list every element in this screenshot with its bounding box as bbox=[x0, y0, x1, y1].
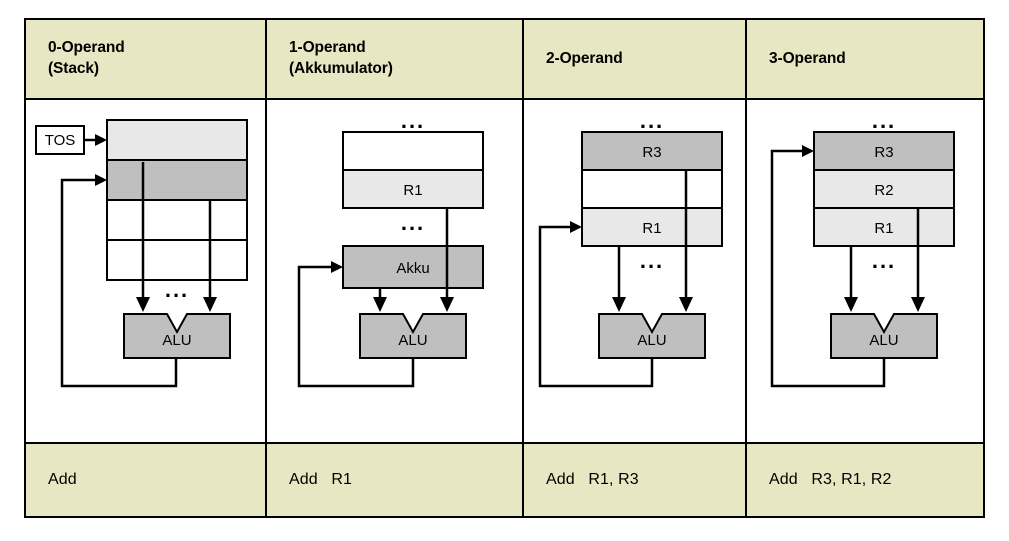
alu-writeback-path bbox=[538, 225, 654, 388]
diagram-cell-0-operand: TOS ... bbox=[26, 100, 267, 444]
instruction-cell-2-operand: Add R1, R3 bbox=[524, 444, 747, 516]
alu-label: ALU bbox=[162, 332, 191, 349]
header-title-line2: (Stack) bbox=[48, 60, 99, 77]
stack-cell-0 bbox=[106, 119, 248, 161]
accumulator-machine-diagram: ... R1 ... Akku bbox=[267, 100, 522, 442]
accumulator-to-alu-arrow bbox=[373, 297, 387, 312]
header-cell-0-operand: 0-Operand (Stack) bbox=[26, 20, 267, 100]
header-cell-1-operand: 1-Operand (Akkumulator) bbox=[267, 20, 524, 100]
tos-label-text: TOS bbox=[45, 132, 76, 149]
register-file-top-ellipsis: ... bbox=[401, 108, 425, 133]
alu-writeback-path bbox=[770, 149, 886, 388]
operand-architecture-table: 0-Operand (Stack) 1-Operand (Akkumulator… bbox=[24, 18, 985, 518]
header-cell-3-operand: 3-Operand bbox=[747, 20, 983, 100]
writeback-arrow-head bbox=[95, 174, 107, 186]
register-cell-0-label: R3 bbox=[642, 144, 661, 161]
table-footer-row: Add Add R1 Add R1, R3 Add R3, R1, R2 bbox=[26, 444, 983, 516]
alu-label: ALU bbox=[869, 332, 898, 349]
alu-writeback-path bbox=[297, 265, 415, 388]
alu-shape bbox=[359, 313, 467, 359]
instruction-text: Add bbox=[48, 471, 77, 488]
register-file-bottom-ellipsis: ... bbox=[640, 248, 664, 273]
stack-cell-2 bbox=[106, 199, 248, 241]
accumulator-box bbox=[342, 245, 484, 289]
two-operand-machine-diagram: ... R3 R1 ... bbox=[524, 100, 745, 442]
register-to-alu-arrow bbox=[440, 297, 454, 312]
operand-arrow-left bbox=[612, 297, 626, 312]
register-cell-2 bbox=[813, 207, 955, 247]
register-cell-1 bbox=[342, 169, 484, 209]
instruction-cell-3-operand: Add R3, R1, R2 bbox=[747, 444, 983, 516]
operand-arrow-right bbox=[679, 297, 693, 312]
tos-label-box bbox=[35, 125, 85, 155]
register-cell-1 bbox=[813, 169, 955, 209]
writeback-arrow-head bbox=[331, 261, 343, 273]
stack-ellipsis: ... bbox=[165, 277, 189, 302]
header-title-line1: 2-Operand bbox=[546, 49, 623, 67]
header-title-line1: 0-Operand bbox=[48, 39, 125, 57]
operand-arrow-left bbox=[136, 297, 150, 312]
table-body-row: TOS ... bbox=[26, 100, 983, 444]
alu-writeback-path bbox=[60, 178, 178, 388]
tos-arrow-head bbox=[95, 134, 107, 146]
alu-label: ALU bbox=[637, 332, 666, 349]
alu-shape bbox=[598, 313, 706, 359]
accumulator-label: Akku bbox=[396, 260, 429, 277]
diagram-cell-3-operand: ... R3 R2 R1 ... bbox=[747, 100, 983, 444]
operand-arrow-left bbox=[844, 297, 858, 312]
register-cell-0-label: R3 bbox=[874, 144, 893, 161]
diagram-cell-2-operand: ... R3 R1 ... bbox=[524, 100, 747, 444]
three-operand-machine-diagram: ... R3 R2 R1 ... bbox=[747, 100, 983, 442]
stack-cell-1 bbox=[106, 159, 248, 201]
diagram-cell-1-operand: ... R1 ... Akku bbox=[267, 100, 524, 444]
operand-arrow-right bbox=[203, 297, 217, 312]
writeback-arrow-head bbox=[802, 145, 814, 157]
stack-cell-3 bbox=[106, 239, 248, 281]
register-file-bottom-ellipsis: ... bbox=[401, 210, 425, 235]
header-title-line1: 3-Operand bbox=[769, 49, 846, 67]
instruction-text: Add R3, R1, R2 bbox=[769, 471, 892, 488]
writeback-arrow-head bbox=[570, 221, 582, 233]
stack-machine-diagram: TOS ... bbox=[26, 100, 265, 442]
instruction-text: Add R1, R3 bbox=[546, 471, 639, 488]
instruction-cell-1-operand: Add R1 bbox=[267, 444, 524, 516]
register-cell-1-label: R1 bbox=[403, 182, 422, 199]
operand-arrow-right bbox=[911, 297, 925, 312]
header-cell-2-operand: 2-Operand bbox=[524, 20, 747, 100]
register-file-top-ellipsis: ... bbox=[872, 108, 896, 133]
register-file-bottom-ellipsis: ... bbox=[872, 248, 896, 273]
register-cell-2-label: R1 bbox=[874, 220, 893, 237]
table-header-row: 0-Operand (Stack) 1-Operand (Akkumulator… bbox=[26, 20, 983, 100]
register-cell-0 bbox=[813, 131, 955, 171]
alu-shape bbox=[830, 313, 938, 359]
register-cell-0 bbox=[342, 131, 484, 171]
register-cell-1 bbox=[581, 169, 723, 209]
alu-shape bbox=[123, 313, 231, 359]
register-file-top-ellipsis: ... bbox=[640, 108, 664, 133]
instruction-text: Add R1 bbox=[289, 471, 353, 488]
header-title-line2: (Akkumulator) bbox=[289, 60, 393, 77]
header-title-line1: 1-Operand bbox=[289, 39, 366, 57]
register-cell-2 bbox=[581, 207, 723, 247]
alu-label: ALU bbox=[398, 332, 427, 349]
register-cell-1-label: R2 bbox=[874, 182, 893, 199]
register-cell-2-label: R1 bbox=[642, 220, 661, 237]
instruction-cell-0-operand: Add bbox=[26, 444, 267, 516]
